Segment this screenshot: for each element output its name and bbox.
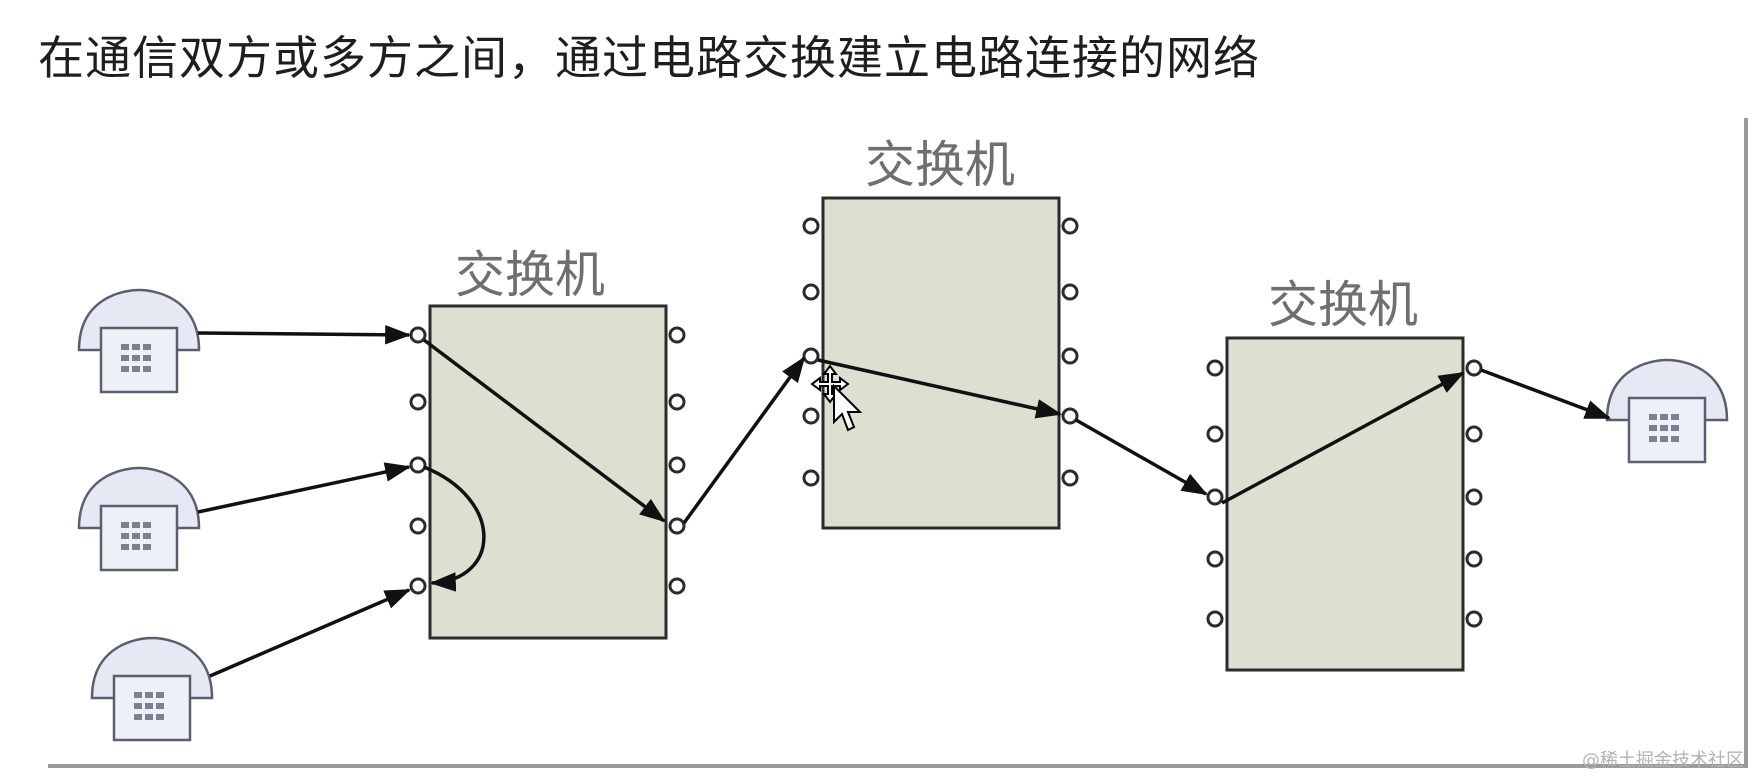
switch-3-ports bbox=[1206, 359, 1483, 628]
link-switch3-internal bbox=[1221, 371, 1465, 505]
link-phone1-switch1 bbox=[197, 325, 412, 345]
switch-1-right-port-5[interactable] bbox=[668, 577, 686, 595]
switch-1: 交换机 bbox=[409, 246, 686, 640]
link-switch1-internal-cross bbox=[422, 338, 666, 523]
telephone-left-top bbox=[77, 288, 201, 394]
switch-3: 交换机 bbox=[1206, 276, 1483, 672]
telephone-icon bbox=[77, 288, 201, 394]
move-cursor-icon bbox=[810, 364, 863, 432]
switch-2-right-port-1[interactable] bbox=[1061, 217, 1079, 235]
switch-1-right-port-2[interactable] bbox=[668, 393, 686, 411]
telephone-icon bbox=[90, 636, 214, 742]
switch-2-right-port-4[interactable] bbox=[1061, 407, 1079, 425]
switch-1-ports bbox=[409, 326, 686, 595]
switch-2-label: 交换机 bbox=[865, 136, 1015, 194]
switch-3-body bbox=[1225, 336, 1465, 672]
switch-1-left-port-3[interactable] bbox=[409, 456, 427, 474]
switch-1-left-port-2[interactable] bbox=[409, 393, 427, 411]
switch-2-left-port-5[interactable] bbox=[802, 469, 820, 487]
switch-2-right-port-3[interactable] bbox=[1061, 347, 1079, 365]
switch-1-label: 交换机 bbox=[455, 246, 605, 304]
telephone-left-bottom bbox=[90, 636, 214, 742]
switch-3-right-port-2[interactable] bbox=[1465, 425, 1483, 443]
link-phone2-switch1 bbox=[197, 462, 412, 514]
switch-3-right-port-3[interactable] bbox=[1465, 488, 1483, 506]
watermark: @稀土掘金技术社区 bbox=[1582, 750, 1744, 771]
switch-1-right-port-4[interactable] bbox=[668, 517, 686, 535]
link-switch1-switch2 bbox=[682, 356, 806, 525]
page-caption: 在通信双方或多方之间，通过电路交换建立电路连接的网络 bbox=[38, 31, 1260, 85]
switch-1-left-port-5[interactable] bbox=[409, 577, 427, 595]
switch-2-left-port-1[interactable] bbox=[802, 217, 820, 235]
link-switch2-internal bbox=[817, 358, 1063, 419]
circuit-connections bbox=[197, 325, 1612, 678]
link-switch1-internal-loop bbox=[423, 465, 486, 592]
switch-1-left-port-1[interactable] bbox=[409, 326, 427, 344]
switch-2-left-port-2[interactable] bbox=[802, 283, 820, 301]
telephone-icon bbox=[1605, 358, 1729, 464]
switch-3-left-port-3[interactable] bbox=[1206, 488, 1224, 506]
switch-1-right-port-1[interactable] bbox=[668, 326, 686, 344]
telephone-right bbox=[1605, 358, 1729, 464]
switch-2-left-port-4[interactable] bbox=[802, 407, 820, 425]
switch-1-left-port-4[interactable] bbox=[409, 517, 427, 535]
switch-3-left-port-4[interactable] bbox=[1206, 550, 1224, 568]
switch-2: 交换机 bbox=[802, 136, 1079, 530]
switch-3-right-port-5[interactable] bbox=[1465, 610, 1483, 628]
link-switch3-phone4 bbox=[1480, 368, 1612, 420]
switch-3-left-port-2[interactable] bbox=[1206, 425, 1224, 443]
switch-3-label: 交换机 bbox=[1268, 276, 1418, 334]
link-switch2-switch3 bbox=[1075, 418, 1208, 496]
switch-3-right-port-1[interactable] bbox=[1465, 359, 1483, 377]
switch-1-right-port-3[interactable] bbox=[668, 456, 686, 474]
switch-3-left-port-5[interactable] bbox=[1206, 610, 1224, 628]
telephone-icon bbox=[77, 466, 201, 572]
switch-2-body bbox=[821, 196, 1061, 530]
switch-2-right-port-2[interactable] bbox=[1061, 283, 1079, 301]
telephone-left-middle bbox=[77, 466, 201, 572]
switch-2-left-port-3[interactable] bbox=[802, 347, 820, 365]
link-phone3-switch1 bbox=[209, 588, 411, 678]
switch-2-ports bbox=[802, 217, 1079, 487]
switch-3-left-port-1[interactable] bbox=[1206, 359, 1224, 377]
switch-2-right-port-5[interactable] bbox=[1061, 469, 1079, 487]
switch-1-body bbox=[428, 304, 668, 640]
switch-3-right-port-4[interactable] bbox=[1465, 550, 1483, 568]
